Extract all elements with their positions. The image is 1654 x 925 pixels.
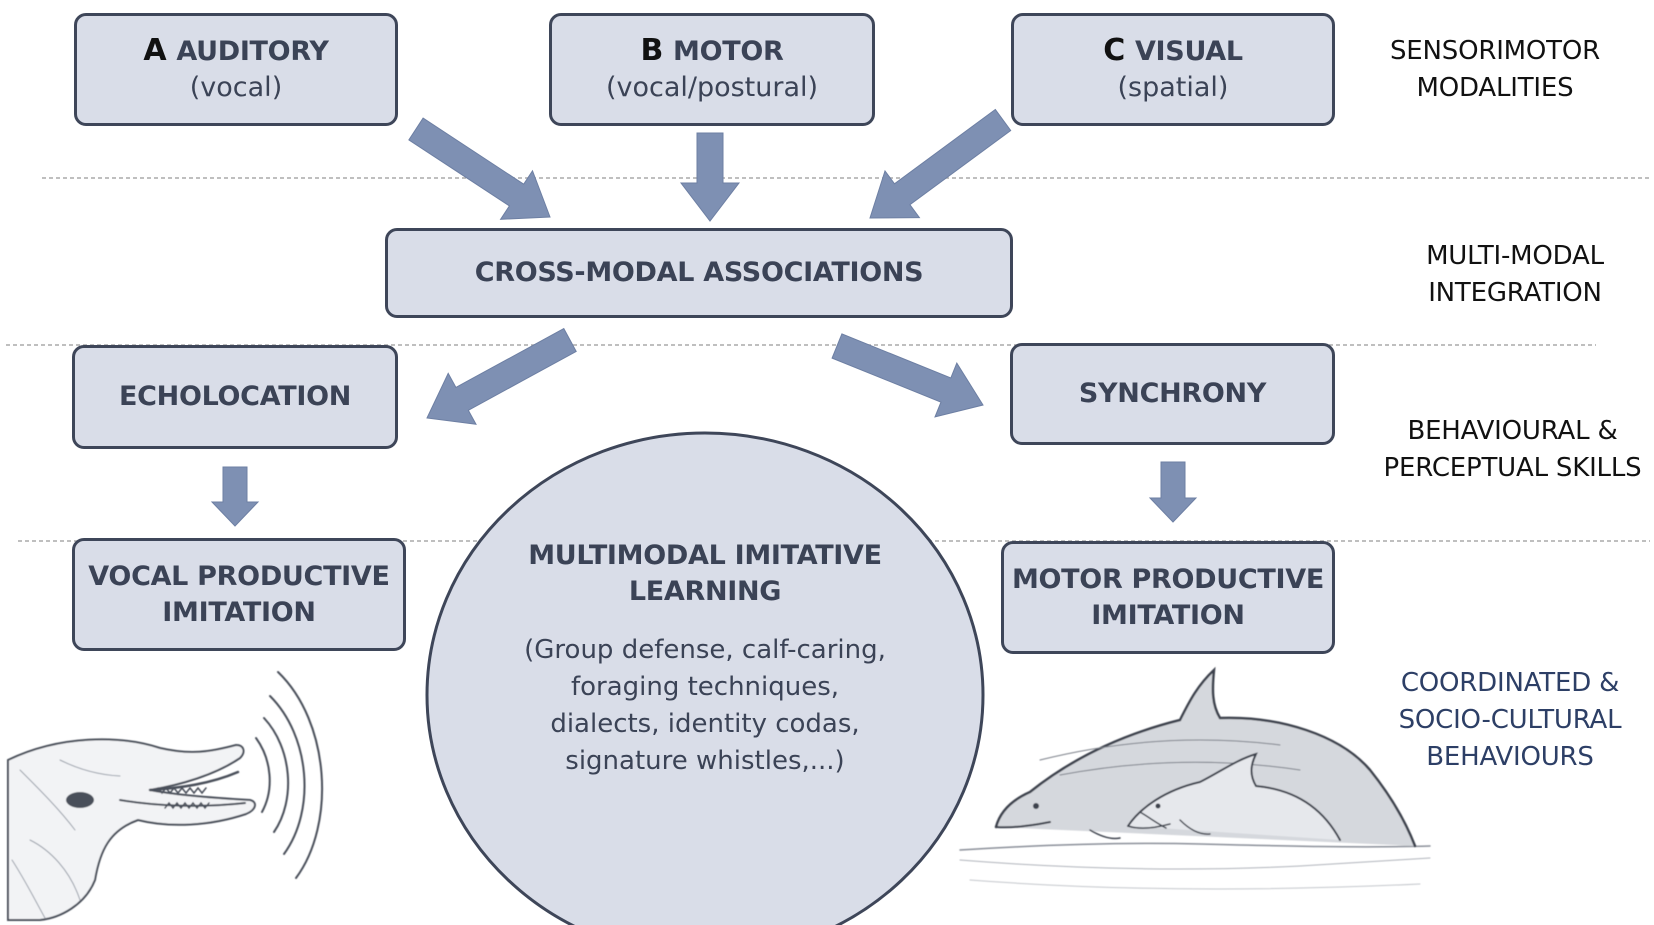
motor-title: B MOTOR <box>640 33 783 70</box>
cross-modal-box: CROSS-MODAL ASSOCIATIONS <box>385 228 1013 318</box>
synchrony-box: SYNCHRONY <box>1010 343 1335 445</box>
motor-imitation-line-1: MOTOR PRODUCTIVE <box>1011 563 1325 595</box>
arrows-group <box>210 108 1198 527</box>
center-body-line: (Group defense, calf-caring, <box>524 635 886 665</box>
visual-name: VISUAL <box>1134 36 1243 67</box>
level-line: SENSORIMOTOR <box>1390 36 1600 66</box>
multimodal-learning-circle <box>425 431 985 925</box>
center-body: (Group defense, calf-caring, foraging te… <box>460 632 950 780</box>
visual-title: C VISUAL <box>1103 33 1243 70</box>
center-title-line-2: LEARNING <box>628 576 782 607</box>
level-line: MODALITIES <box>1416 73 1574 103</box>
level-coordinated: COORDINATED & SOCIO-CULTURAL BEHAVIOURS <box>1385 665 1635 776</box>
motor-letter: B <box>640 33 664 68</box>
center-body-line: foraging techniques, <box>570 672 840 702</box>
visual-box: C VISUAL (spatial) <box>1011 13 1335 126</box>
auditory-box: A AUDITORY (vocal) <box>74 13 398 126</box>
level-line: SOCIO-CULTURAL <box>1398 705 1622 735</box>
echolocation-label: ECHOLOCATION <box>118 381 352 412</box>
level-behavioural: BEHAVIOURAL & PERCEPTUAL SKILLS <box>1375 413 1650 487</box>
auditory-title: A AUDITORY <box>143 33 329 70</box>
level-line: PERCEPTUAL SKILLS <box>1383 453 1642 483</box>
motor-sub: (vocal/postural) <box>605 72 819 103</box>
auditory-letter: A <box>143 33 167 68</box>
level-line: INTEGRATION <box>1428 278 1602 308</box>
arrow-cross-to-synchrony <box>831 333 984 418</box>
center-body-line: signature whistles,...) <box>565 746 845 776</box>
center-title-line-1: MULTIMODAL IMITATIVE <box>528 540 882 571</box>
arrow-echolocation-to-vocal <box>210 466 260 527</box>
auditory-sub: (vocal) <box>189 72 283 103</box>
center-text: MULTIMODAL IMITATIVE LEARNING (Group def… <box>460 538 950 780</box>
center-body-line: dialects, identity codas, <box>550 709 860 739</box>
arrow-motor-to-cross <box>679 132 741 222</box>
cross-modal-label: CROSS-MODAL ASSOCIATIONS <box>474 257 924 288</box>
dolphin-mother-calf-sketch <box>959 666 1431 890</box>
motor-imitation-box: MOTOR PRODUCTIVE IMITATION <box>1001 541 1335 654</box>
level-line: COORDINATED & <box>1400 668 1620 698</box>
dolphin-head-sketch <box>7 671 324 921</box>
visual-letter: C <box>1103 33 1125 68</box>
level-line: BEHAVIOURAL & <box>1407 416 1618 446</box>
level-line: MULTI-MODAL <box>1426 241 1604 271</box>
echolocation-box: ECHOLOCATION <box>72 345 398 449</box>
synchrony-label: SYNCHRONY <box>1078 378 1267 409</box>
visual-sub: (spatial) <box>1117 72 1229 103</box>
arrow-visual-to-cross <box>869 108 1012 219</box>
arrow-auditory-to-cross <box>408 117 551 220</box>
motor-imitation-line-2: IMITATION <box>1091 599 1245 631</box>
auditory-name: AUDITORY <box>176 36 329 67</box>
level-multimodal: MULTI-MODAL INTEGRATION <box>1390 238 1640 312</box>
vocal-imitation-box: VOCAL PRODUCTIVE IMITATION <box>72 538 406 651</box>
motor-box: B MOTOR (vocal/postural) <box>549 13 875 126</box>
motor-name: MOTOR <box>673 36 784 67</box>
arrow-synchrony-to-motor <box>1148 461 1198 523</box>
vocal-imitation-line-2: IMITATION <box>162 596 316 628</box>
level-line: BEHAVIOURS <box>1426 742 1594 772</box>
arrow-cross-to-echolocation <box>426 327 577 425</box>
level-sensorimotor: SENSORIMOTOR MODALITIES <box>1370 33 1620 107</box>
vocal-imitation-line-1: VOCAL PRODUCTIVE <box>88 560 390 592</box>
